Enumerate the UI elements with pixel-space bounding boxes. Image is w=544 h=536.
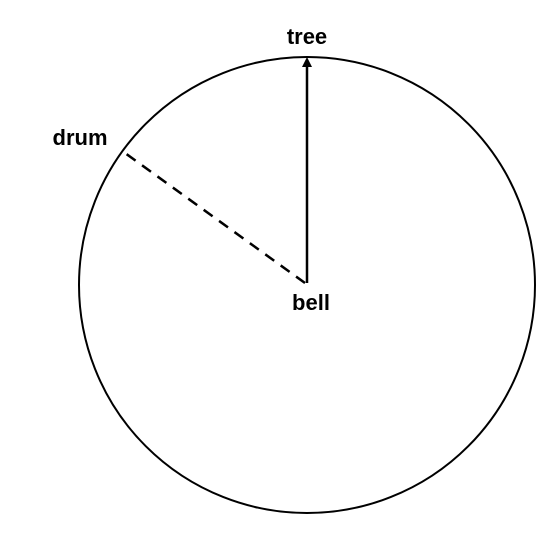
label-tree: tree bbox=[287, 24, 327, 49]
dashed-radius-to-drum bbox=[124, 151, 306, 285]
label-bell: bell bbox=[292, 290, 330, 315]
label-drum: drum bbox=[53, 125, 108, 150]
